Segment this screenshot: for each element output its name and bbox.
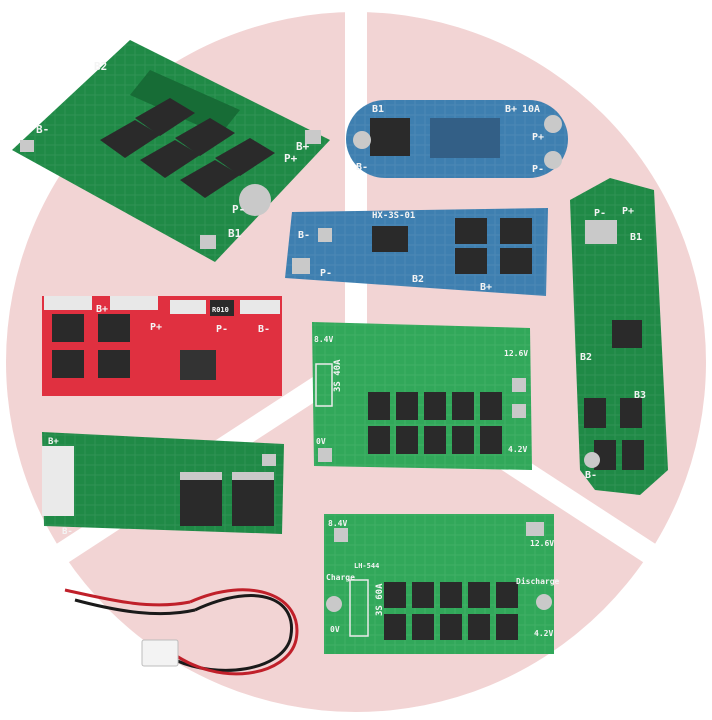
board-8-label-discharge: Discharge [516,576,560,586]
board-3-label-pminus: P- [320,268,332,279]
board-2-label-10a: 10A [522,104,540,115]
board-5-red-bms: B+ P+ B- P- R010 [42,296,282,396]
board-8-label-0v: 0V [330,625,340,634]
board-1-label-b2: B2 [94,60,107,73]
board-1-label-b1: B1 [228,227,242,240]
board-4-label-bminus: B- [585,470,597,481]
board-4-label-pminus: P- [594,208,606,219]
board-5-label-pplus: P+ [150,322,162,333]
board-8-green-3s60a: 8.4V 12.6V Charge Discharge 3S 60A 0V 4.… [324,514,560,654]
board-3-label-b2: B2 [412,274,424,285]
board-2-label-b1: B1 [372,104,384,115]
board-8-label-42v: 4.2V [534,629,553,638]
board-4-label-b2: B2 [580,352,592,363]
board-8-label-84v: 8.4V [328,519,347,528]
board-3-blue-bms: HX-3S-01 B- B2 B+ P- [285,208,548,296]
board-5-label-pminus: P- [216,324,228,335]
board-2-label-bminus: B- [356,162,368,173]
board-1-label-bminus: B- [36,123,49,136]
board-1-green-bms: B2 B1 B- P+ P- B+ [12,40,330,262]
board-8-label-126v: 12.6V [530,539,554,548]
board-3-label-model: HX-3S-01 [372,211,415,221]
board-6-label-42v: 4.2V [508,445,527,454]
board-2-label-pplus: P+ [532,132,544,143]
board-8-label-model: LH-544 [354,562,379,570]
board-3-label-bplus: B+ [480,282,492,293]
board-3-label-bminus: B- [298,230,310,241]
board-5-label-bplus: B+ [96,304,108,315]
board-6-label-126v: 12.6V [504,349,528,358]
board-2-label-pminus: P- [532,164,544,175]
board-1-label-pplus: P+ [284,152,298,165]
board-5-label-bminus: B- [258,324,270,335]
board-2-label-bplus: B+ [505,104,517,115]
board-4-label-b3: B3 [634,390,646,401]
board-7-label-bminus: B- [62,527,73,537]
board-4-label-b1: B1 [630,232,642,243]
board-7-label-bplus: B+ [48,437,59,447]
balance-cable [64,588,299,676]
board-1-label-bplus: B+ [296,140,310,153]
board-1-label-pminus: P- [232,203,245,216]
board-7-green-balance: B- B+ [42,432,284,537]
board-5-label-resistor: R010 [212,306,229,314]
board-6-label-84v: 8.4V [314,335,333,344]
board-6-label-3s40a: 3S 40A [333,359,343,392]
board-2-blue-pill: B1 B+ 10A B- P+ P- [346,100,568,178]
board-6-label-0v: 0V [316,437,326,446]
board-4-green-vertical: P- P+ B1 B2 B3 B- [570,178,668,495]
board-8-label-3s60a: 3S 60A [375,583,385,616]
board-6-green-3s40a: 8.4V 12.6V 3S 40A 0V 4.2V [312,322,532,470]
board-4-label-pplus: P+ [622,206,634,217]
board-8-label-charge: Charge [326,573,355,582]
